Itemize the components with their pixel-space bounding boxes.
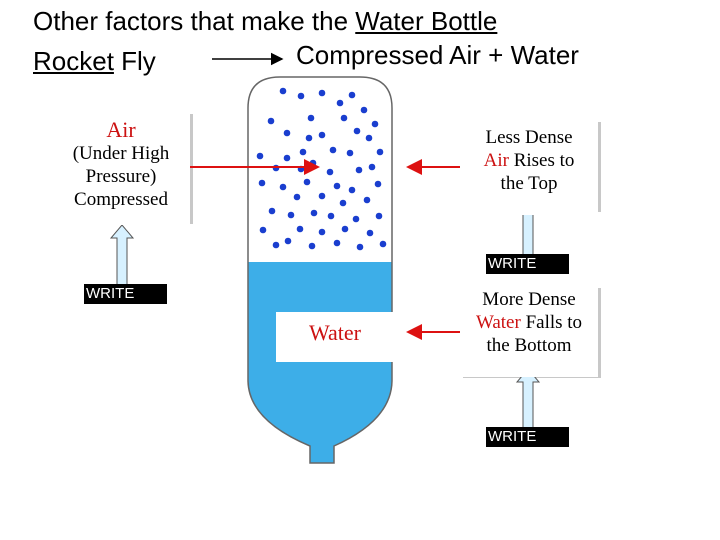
title-compressed-air-water: Compressed Air + Water xyxy=(296,40,579,70)
bottle-outline xyxy=(247,76,393,464)
less-dense-line-1: Less Dense xyxy=(485,127,573,148)
write-label-less-dense: WRITE xyxy=(486,254,569,274)
up-arrow-air xyxy=(109,224,135,288)
water-label: Water xyxy=(309,320,361,345)
less-dense-line-2-rest: Rises to xyxy=(508,149,575,171)
more-dense-line-3: the Bottom xyxy=(486,334,572,356)
less-dense-box: Less Dense Air Rises to the Top xyxy=(460,119,598,215)
more-dense-line-2-rest: Falls to xyxy=(520,311,583,333)
more-dense-box: More Dense Water Falls to the Bottom xyxy=(460,285,598,377)
water-label-box: Water xyxy=(276,312,394,362)
title-line-2: Rocket Fly xyxy=(33,48,156,74)
air-box: Air (Under High Pressure) Compressed xyxy=(52,111,190,225)
title-water-bottle: Water Bottle xyxy=(355,6,498,36)
air-box-line-1: (Under High xyxy=(72,143,170,165)
write-label-air: WRITE xyxy=(84,284,167,304)
more-dense-line-2: Water Falls to xyxy=(460,312,598,335)
up-arrow-more-dense xyxy=(515,368,541,429)
less-dense-line-2: Air Rises to xyxy=(460,150,598,173)
more-dense-water-word: Water xyxy=(475,311,521,333)
title-fly: Fly xyxy=(113,46,156,76)
title-line-1: Other factors that make the Water Bottle xyxy=(33,8,497,34)
water-fill xyxy=(248,262,392,463)
air-box-line-3: Compressed xyxy=(74,188,168,210)
air-heading: Air xyxy=(106,117,136,142)
air-molecules xyxy=(256,87,387,251)
less-dense-air-word: Air xyxy=(483,149,509,171)
air-box-line-2: Pressure) xyxy=(85,166,157,188)
title-prefix: Other factors that make the xyxy=(33,6,356,36)
title-rocket: Rocket xyxy=(33,46,114,76)
less-dense-line-3: the Top xyxy=(500,172,558,194)
more-dense-line-1: More Dense xyxy=(482,289,576,310)
write-label-more-dense: WRITE xyxy=(486,427,569,447)
